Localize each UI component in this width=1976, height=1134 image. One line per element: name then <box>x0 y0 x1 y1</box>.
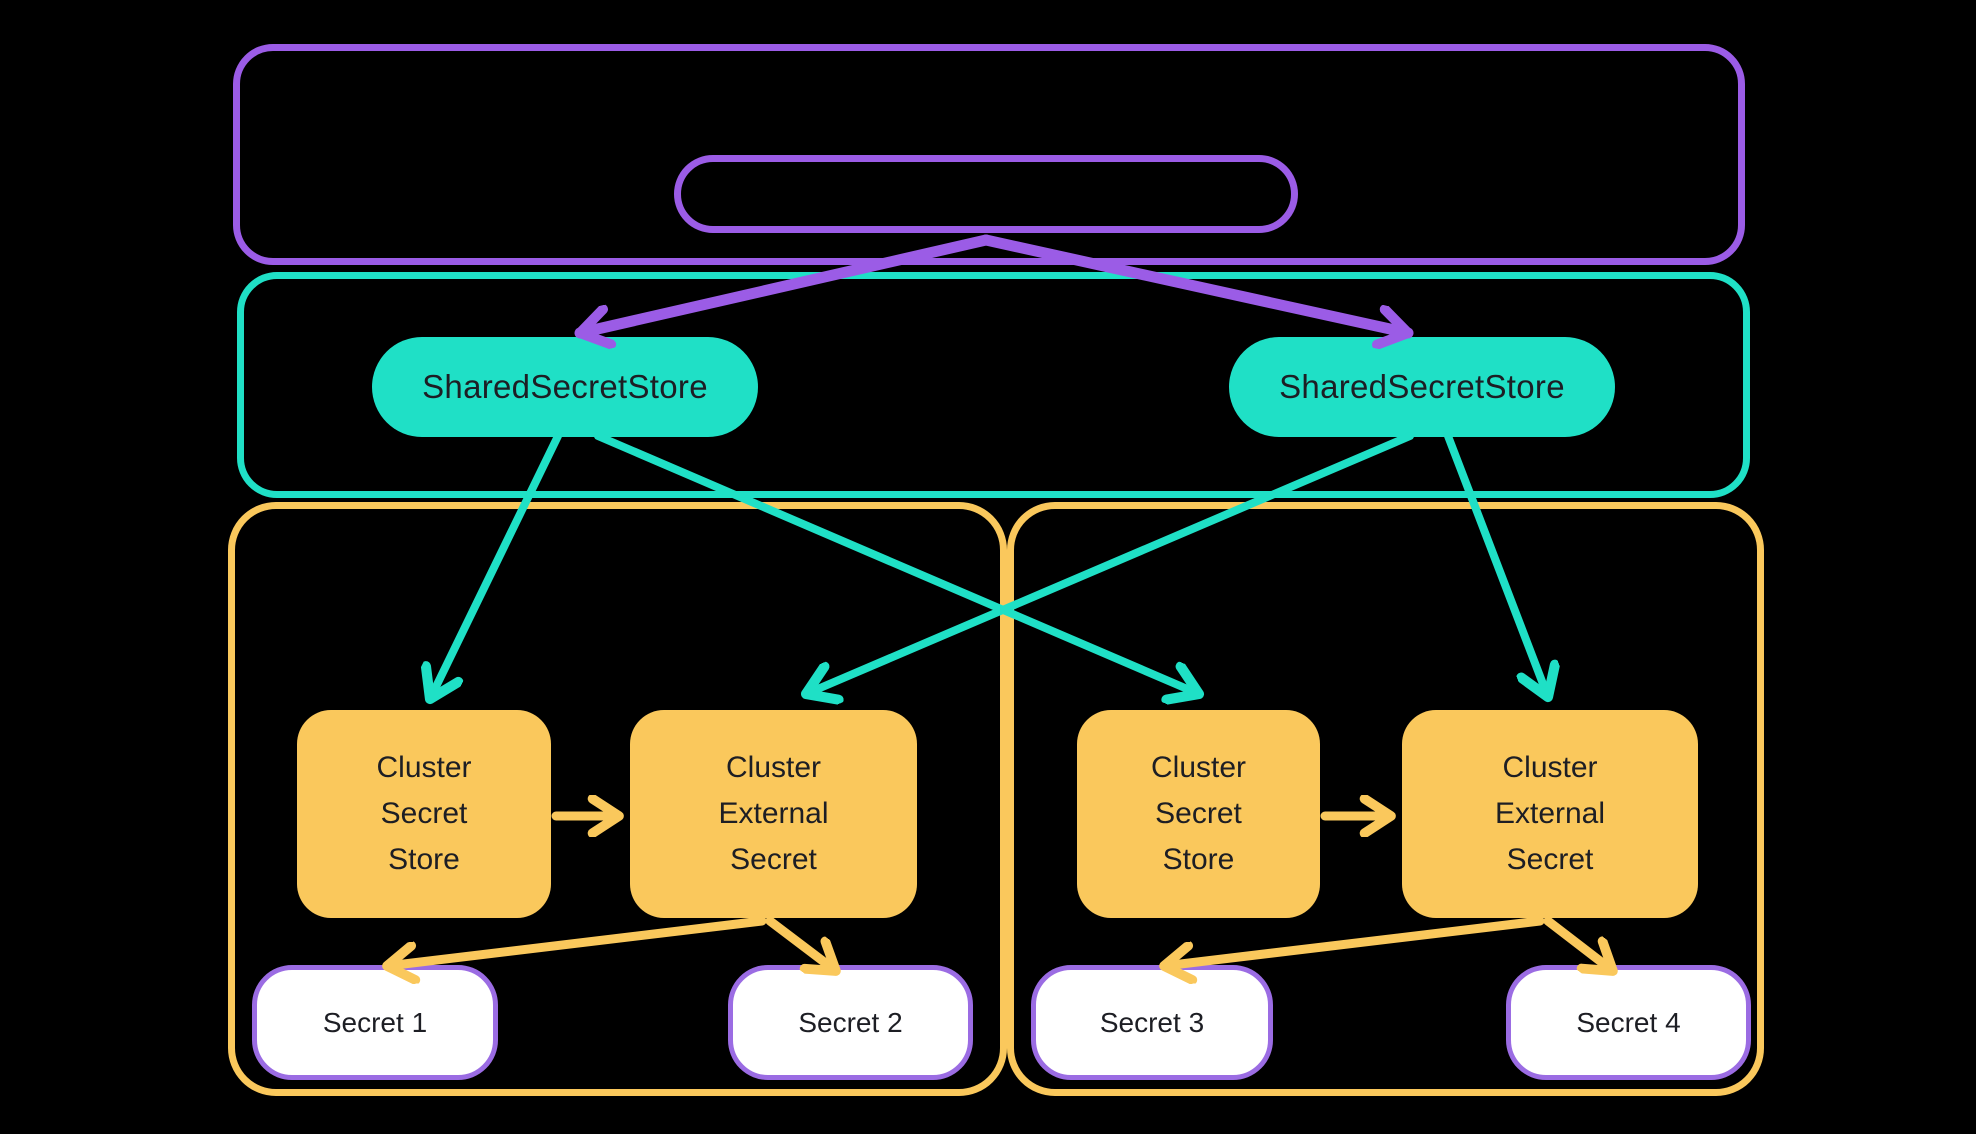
node-cluster-secret-store-right: Cluster Secret Store <box>1077 710 1320 918</box>
node-shared-secret-store-left: SharedSecretStore <box>372 337 758 437</box>
node-shared-secret-store-right: SharedSecretStore <box>1229 337 1615 437</box>
node-cluster-external-secret-right: Cluster External Secret <box>1402 710 1698 918</box>
node-secret-2: Secret 2 <box>728 965 973 1080</box>
node-label: Secret 2 <box>798 1006 903 1038</box>
node-cluster-secret-store-left: Cluster Secret Store <box>297 710 551 918</box>
node-label: Cluster External Secret <box>1494 751 1606 876</box>
node-label: SharedSecretStore <box>422 368 708 405</box>
node-label: Cluster Secret Store <box>376 751 472 876</box>
node-label: Secret 3 <box>1099 1006 1205 1038</box>
node-label: Secret 1 <box>322 1006 428 1038</box>
node-label: Secret 4 <box>1576 1006 1681 1038</box>
node-secret-3: Secret 3 <box>1031 965 1273 1080</box>
node-label: Cluster Secret Store <box>1150 751 1247 876</box>
node-secret-4: Secret 4 <box>1506 965 1751 1080</box>
node-label: SharedSecretStore <box>1279 368 1565 405</box>
inner-pill <box>674 155 1298 233</box>
node-secret-1: Secret 1 <box>252 965 498 1080</box>
node-label: Cluster External Secret <box>718 751 829 876</box>
node-cluster-external-secret-left: Cluster External Secret <box>630 710 917 918</box>
